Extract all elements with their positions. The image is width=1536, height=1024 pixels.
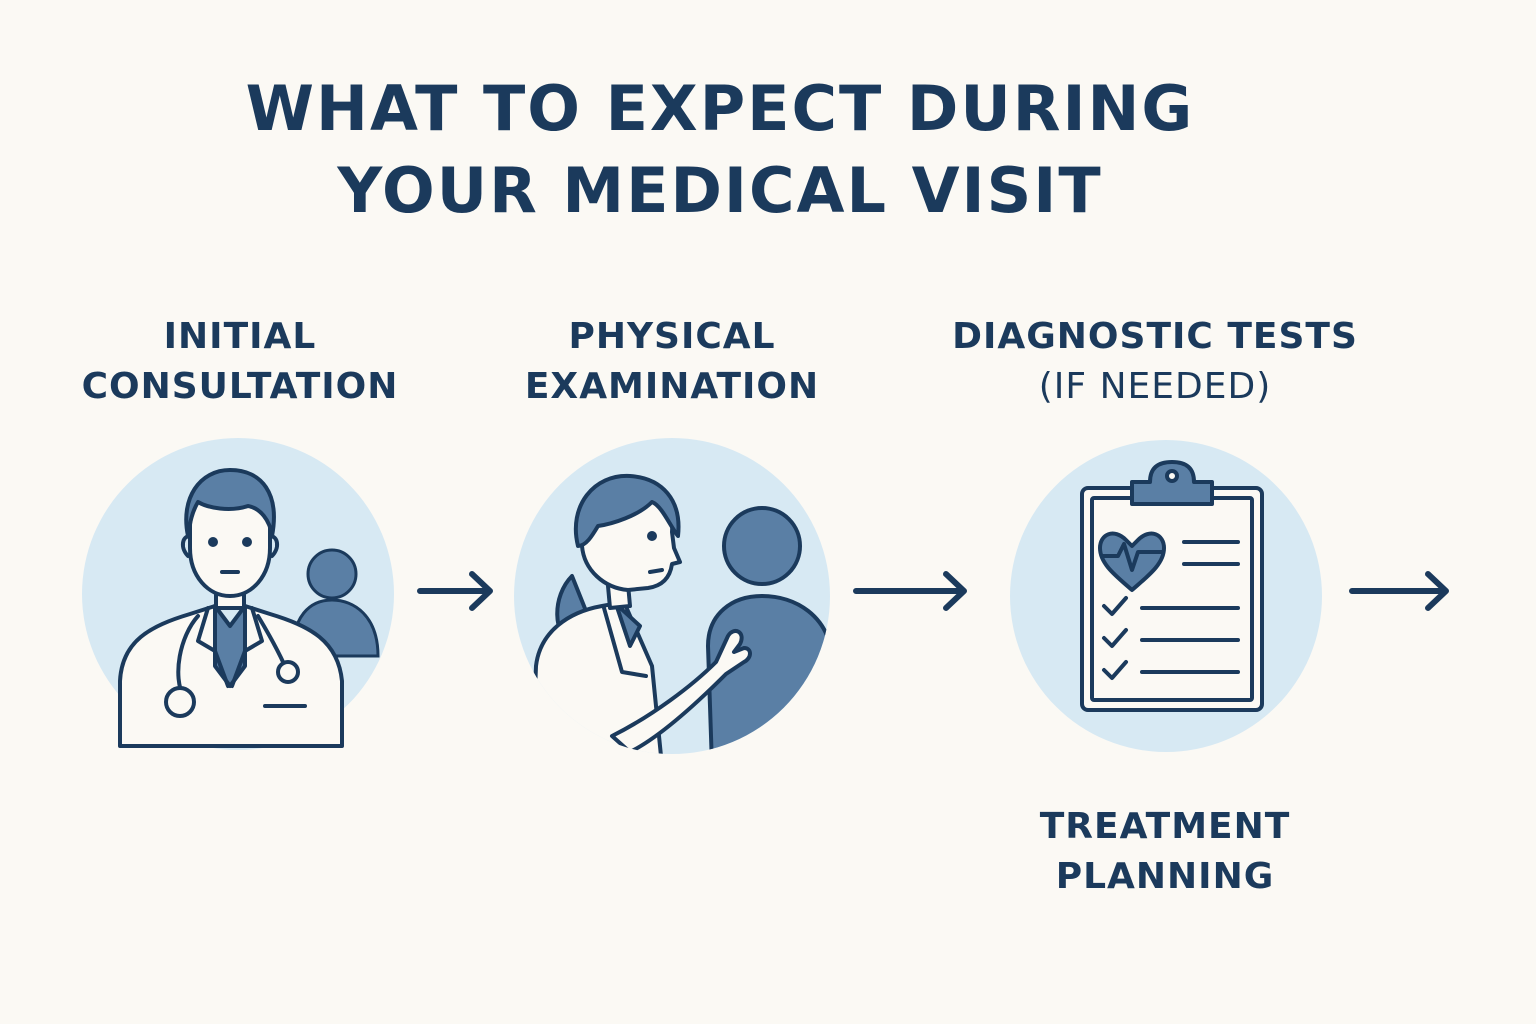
page-title: WHAT TO EXPECT DURING YOUR MEDICAL VISIT	[0, 68, 1440, 232]
step-1-label: INITIAL CONSULTATION	[40, 312, 440, 412]
doctor-icon	[82, 438, 394, 750]
arrow-right-icon	[1349, 571, 1449, 611]
arrow-right-icon	[417, 571, 493, 611]
step-3-label-line-1: DIAGNOSTIC TESTS	[952, 316, 1358, 357]
step-2-label: PHYSICAL EXAMINATION	[472, 312, 872, 412]
step-1-label-line-1: INITIAL	[163, 316, 317, 357]
examination-icon	[514, 438, 830, 754]
step-1-label-line-2: CONSULTATION	[81, 366, 399, 407]
title-line-2: YOUR MEDICAL VISIT	[337, 154, 1103, 227]
step-4-label: TREATMENT PLANNING	[960, 802, 1370, 902]
step-4-label-line-1: TREATMENT	[1039, 806, 1291, 847]
step-2-label-line-2: EXAMINATION	[524, 366, 820, 407]
title-line-1: WHAT TO EXPECT DURING	[245, 72, 1195, 145]
step-4-label-line-2: PLANNING	[1055, 856, 1275, 897]
step-3-label: DIAGNOSTIC TESTS (IF NEEDED)	[920, 312, 1390, 412]
clipboard-icon	[1010, 440, 1322, 752]
arrow-right-icon	[853, 571, 967, 611]
step-2-label-line-1: PHYSICAL	[568, 316, 776, 357]
step-3-label-line-2: (IF NEEDED)	[1038, 366, 1272, 407]
